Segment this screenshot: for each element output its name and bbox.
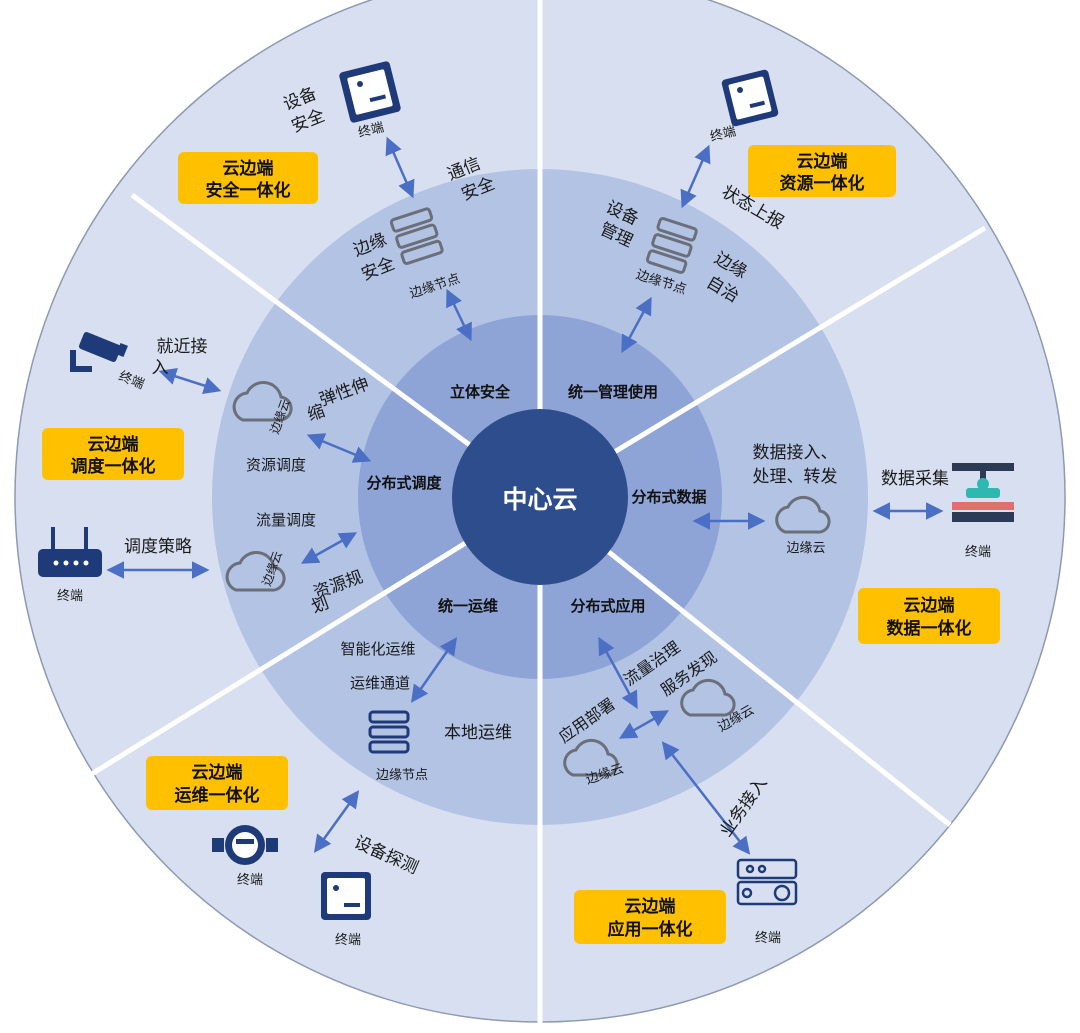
terminal-label: 终端 bbox=[708, 123, 737, 145]
inner-label-data: 分布式数据 bbox=[631, 488, 706, 506]
terminal-label: 终端 bbox=[755, 930, 781, 946]
svg-text:云边端: 云边端 bbox=[904, 595, 955, 616]
sched-policy-label: 调度策略 bbox=[124, 537, 192, 557]
elastic-label-2: 缩 bbox=[305, 401, 328, 426]
edge-node-label: 边缘节点 bbox=[376, 768, 428, 783]
resource-sched-label: 资源调度 bbox=[246, 456, 306, 474]
nearby-access-label-1: 就近接 bbox=[157, 337, 208, 357]
server-icon bbox=[368, 710, 410, 754]
badge-security: 云边端 安全一体化 bbox=[178, 152, 318, 204]
local-ops-label: 本地运维 bbox=[444, 723, 512, 743]
server-icon bbox=[645, 216, 698, 274]
arrow bbox=[158, 367, 222, 395]
inner-label-ops: 统一运维 bbox=[438, 597, 498, 615]
badge-resource: 云边端 资源一体化 bbox=[748, 145, 896, 197]
badge-scheduling: 云边端 调度一体化 bbox=[42, 428, 184, 480]
svg-text:安全一体化: 安全一体化 bbox=[206, 180, 291, 201]
flow-sched-label: 流量调度 bbox=[256, 511, 316, 529]
camera-icon bbox=[70, 332, 128, 372]
cloud-icon bbox=[775, 495, 831, 534]
svg-text:调度一体化: 调度一体化 bbox=[71, 456, 156, 477]
terminal-icon bbox=[721, 69, 779, 127]
cloud-icon bbox=[680, 678, 736, 717]
server-icon bbox=[389, 207, 444, 265]
arrow bbox=[661, 741, 751, 855]
terminal-label: 终端 bbox=[356, 119, 385, 141]
svg-text:云边端: 云边端 bbox=[797, 151, 848, 172]
badge-data: 云边端 数据一体化 bbox=[858, 588, 1000, 644]
router-icon bbox=[38, 527, 102, 577]
arrow bbox=[446, 288, 472, 342]
badge-ops: 云边端 运维一体化 bbox=[146, 756, 288, 810]
nearby-access-label-2: 入 bbox=[152, 358, 169, 378]
svg-text:运维一体化: 运维一体化 bbox=[175, 785, 260, 806]
data-collect-label: 数据采集 bbox=[881, 469, 949, 489]
arrow bbox=[410, 637, 458, 703]
arrow bbox=[306, 433, 372, 463]
cloud-icon bbox=[563, 738, 619, 777]
meter-icon bbox=[212, 825, 278, 865]
svg-text:数据一体化: 数据一体化 bbox=[887, 618, 972, 639]
terminal-label: 终端 bbox=[335, 932, 361, 948]
inner-label-scheduling: 分布式调度 bbox=[366, 474, 442, 492]
badge-app: 云边端 应用一体化 bbox=[574, 890, 726, 944]
terminal-label: 终端 bbox=[237, 872, 263, 888]
terminal-label: 终端 bbox=[965, 544, 991, 560]
cloud-icon bbox=[232, 381, 293, 422]
inner-label-security: 立体安全 bbox=[450, 383, 511, 401]
ops-channel-label: 运维通道 bbox=[350, 674, 410, 692]
terminal-icon bbox=[339, 61, 401, 123]
svg-text:云边端: 云边端 bbox=[625, 896, 676, 917]
data-access-label-1: 数据接入、 bbox=[753, 443, 838, 463]
svg-text:云边端: 云边端 bbox=[192, 762, 243, 783]
svg-text:应用一体化: 应用一体化 bbox=[608, 919, 693, 940]
terminal-icon bbox=[321, 872, 371, 920]
center-label: 中心云 bbox=[502, 485, 577, 514]
svg-text:云边端: 云边端 bbox=[223, 158, 274, 179]
data-collection-icon bbox=[952, 463, 1014, 522]
center-cloud-circle bbox=[452, 409, 628, 585]
inner-label-app: 分布式应用 bbox=[570, 597, 645, 615]
data-access-label-2: 处理、转发 bbox=[753, 467, 838, 487]
arrow bbox=[618, 710, 670, 739]
arrow bbox=[680, 144, 711, 209]
arrow bbox=[621, 296, 652, 354]
arrow bbox=[313, 790, 360, 853]
svg-text:云边端: 云边端 bbox=[88, 434, 139, 455]
edge-cloud-label: 边缘云 bbox=[786, 541, 825, 556]
smart-ops-label: 智能化运维 bbox=[340, 640, 415, 658]
terminal-label: 终端 bbox=[57, 588, 83, 604]
cloud-icon bbox=[225, 551, 286, 592]
svg-text:资源一体化: 资源一体化 bbox=[780, 173, 865, 194]
resource-plan-label-2: 划 bbox=[309, 593, 332, 618]
arrow bbox=[598, 636, 638, 710]
arrow bbox=[385, 136, 415, 199]
arrow bbox=[300, 532, 358, 564]
inner-label-management: 统一管理使用 bbox=[568, 383, 658, 401]
equipment-icon bbox=[736, 858, 798, 906]
